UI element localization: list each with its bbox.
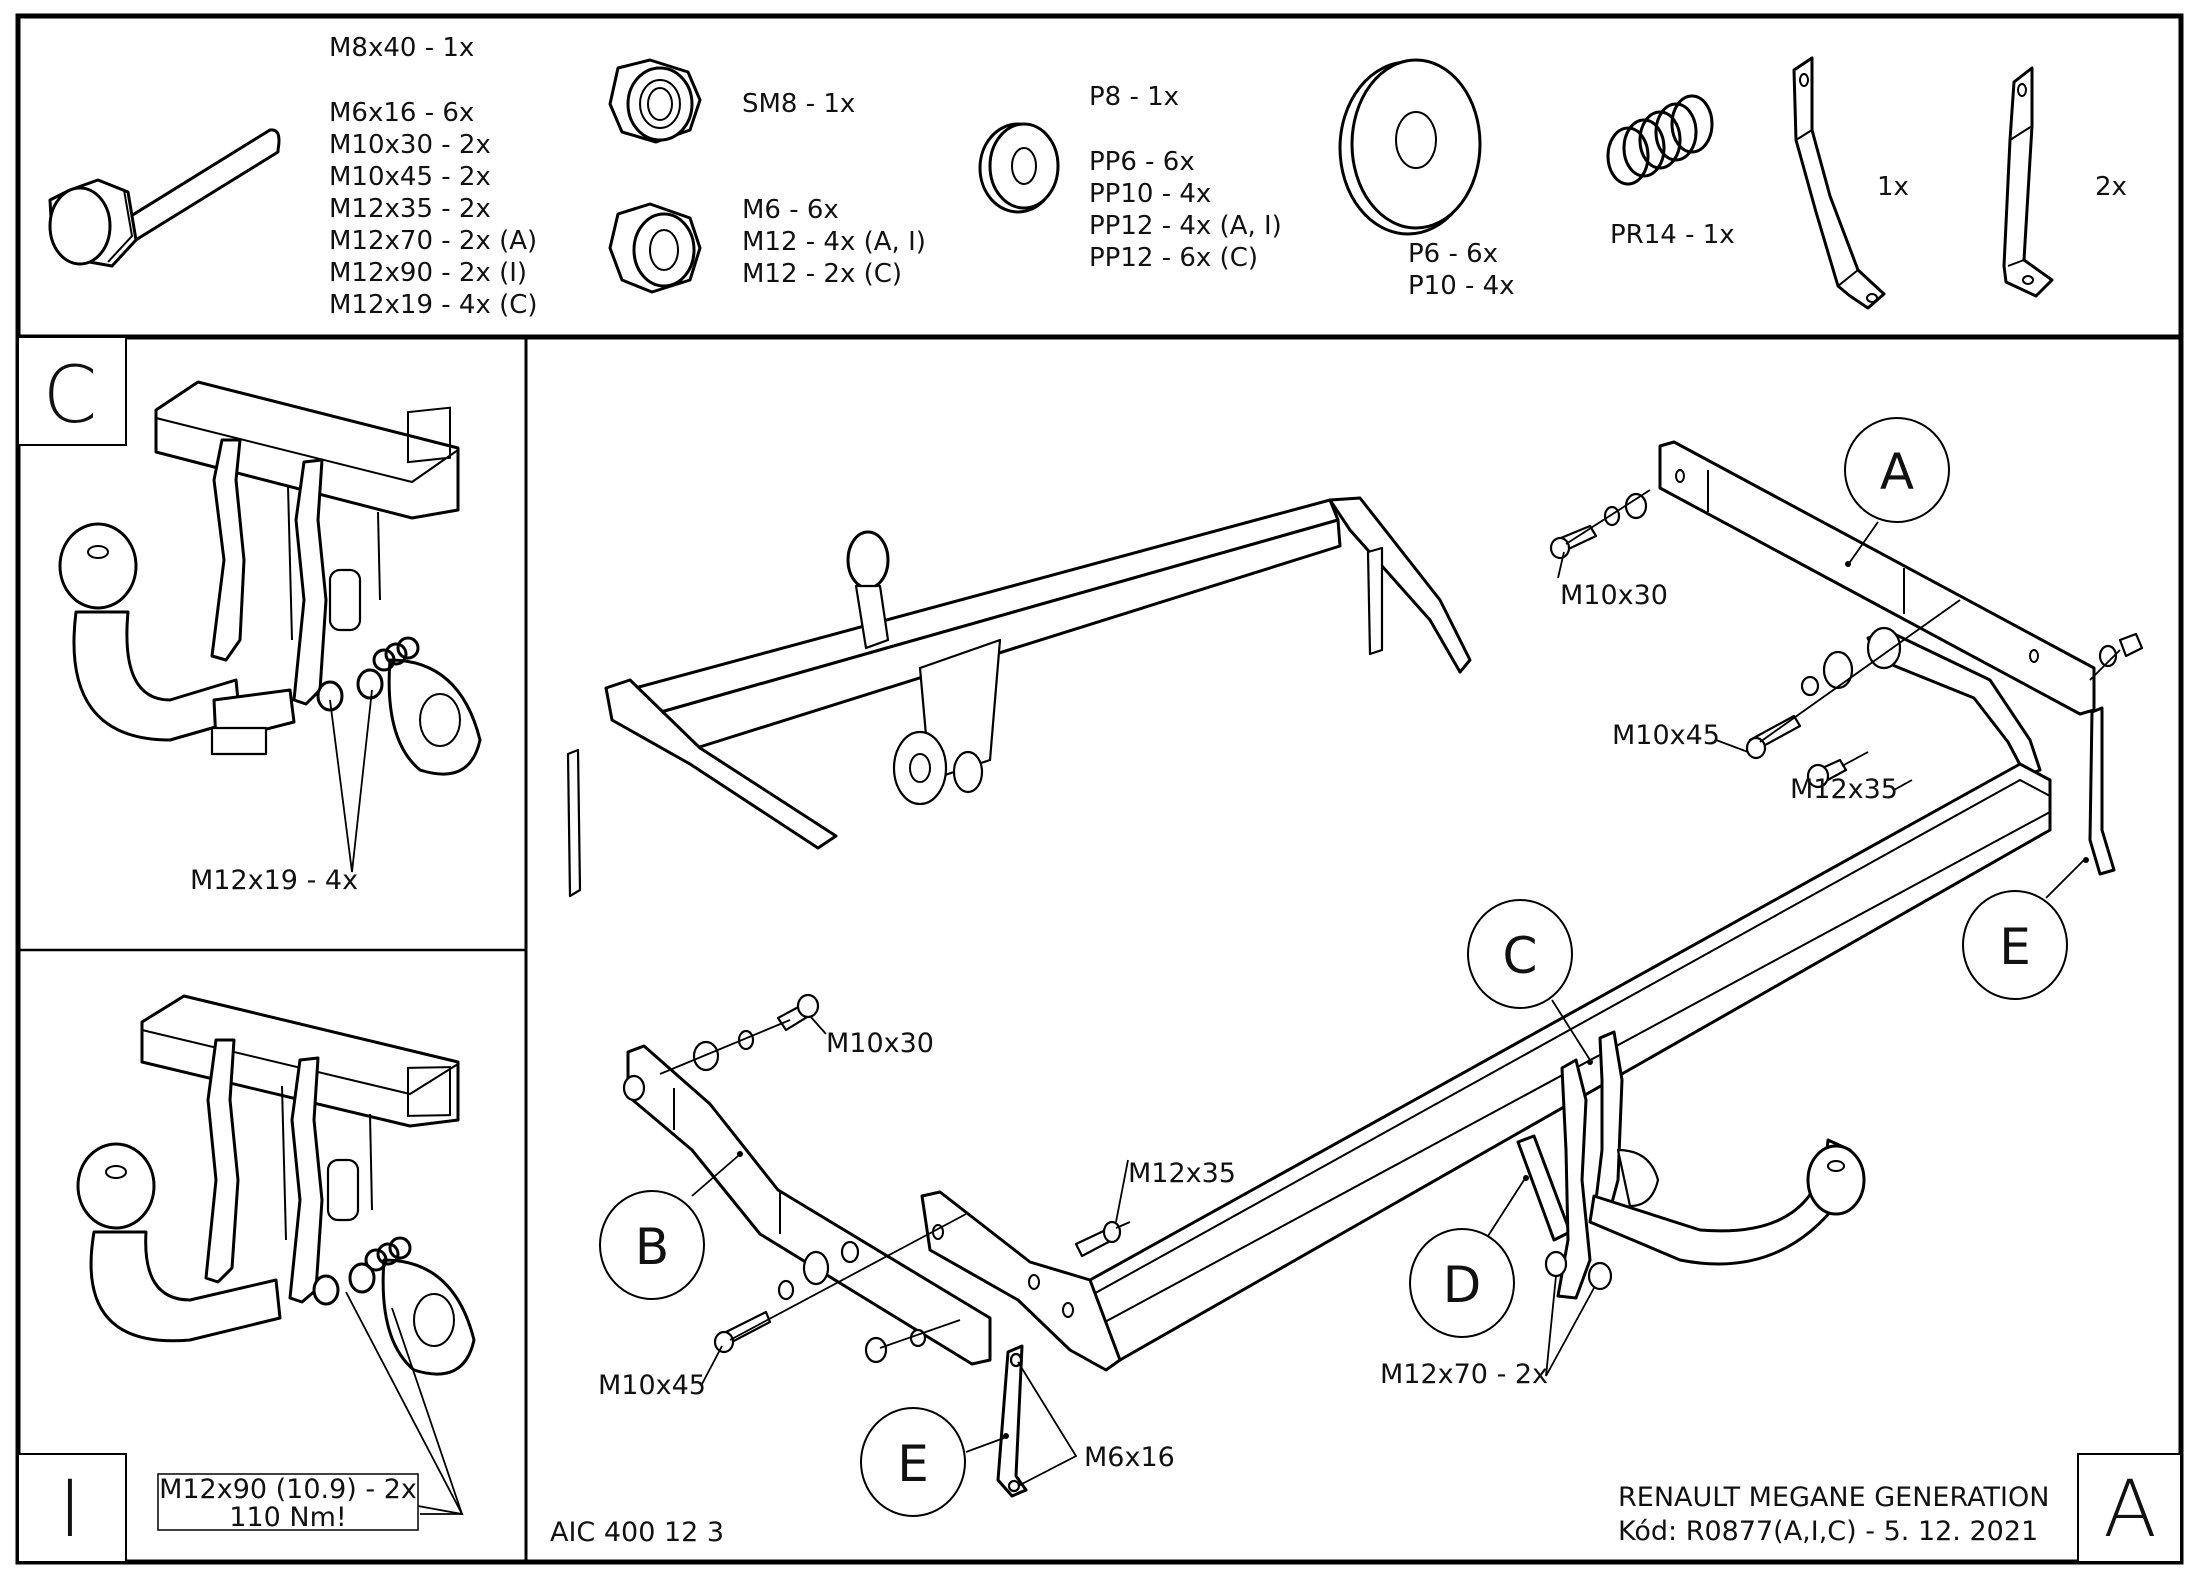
label-m12x35-left: M12x35 [1128, 1158, 1236, 1189]
callout-e-right [1962, 890, 2068, 1000]
hex-nut-icon [608, 202, 702, 294]
spring-icon [1606, 94, 1714, 186]
callout-c-label: C [1503, 927, 1538, 985]
callout-c [1467, 899, 1573, 1009]
bracket-long-qty: 1x [1877, 172, 1909, 202]
socket-plate [1616, 1148, 1660, 1208]
fastener-labels: M10x30 M10x45 M12x35 M10x30 M12x35 M10x4… [598, 551, 1913, 1487]
callouts: A C E B D E [599, 417, 2089, 1517]
panel-letter-box [2077, 1453, 2182, 1563]
assembled-towbar-preview [566, 496, 1472, 898]
large-washer-item-label: P6 - 6x [1408, 239, 1498, 269]
bolt-item-label: M10x45 - 2x [329, 162, 491, 192]
towbar-hook-illustration-c [58, 380, 482, 776]
variant-panel-c: C [17, 336, 482, 896]
bolt-header-label: M8x40 - 1x [329, 33, 474, 63]
callout-e-right-label: E [1999, 918, 2031, 976]
bolt-item-label: M12x70 - 2x (A) [329, 226, 537, 256]
torque-note-value: 110 Nm! [229, 1502, 346, 1533]
title-block: AIC 400 12 3 RENAULT MEGANE GENERATION K… [550, 1453, 2182, 1563]
callout-a-label: A [1880, 443, 1914, 501]
label-m10x45-left: M10x45 [598, 1370, 706, 1401]
hex-bolt-icon [48, 128, 281, 268]
main-panel-letter: A [2103, 1465, 2156, 1555]
bracket-short-qty: 2x [2095, 172, 2127, 202]
bolt-item-label: M10x30 - 2x [329, 130, 491, 160]
panel-letter: I [58, 1465, 81, 1555]
washer-item-label: PP6 - 6x [1089, 147, 1195, 177]
washer-item-label: PP12 - 4x (A, I) [1089, 211, 1282, 241]
leader-line [329, 689, 373, 873]
c-bolt-label: M12x19 - 4x [190, 865, 358, 896]
towbar-hook-illustration-i [76, 994, 476, 1376]
panel-letter-box [17, 336, 127, 446]
callout-d-label: D [1443, 1256, 1482, 1314]
lock-nut-label: SM8 - 1x [742, 89, 855, 119]
callout-a [1844, 417, 1950, 523]
tow-hook-neck [1588, 1138, 1852, 1266]
hook-side-plate [1556, 1058, 1592, 1300]
bolt-hole [2029, 649, 2039, 663]
nut-item-label: M12 - 4x (A, I) [742, 227, 926, 257]
product-code: Kód: R0877(A,I,C) - 5. 12. 2021 [1618, 1516, 2038, 1547]
label-m12x35-right: M12x35 [1790, 774, 1898, 805]
spring-label: PR14 - 1x [1610, 220, 1735, 250]
washer-header-label: P8 - 1x [1089, 82, 1179, 112]
drawing-number: AIC 400 12 3 [550, 1517, 724, 1548]
label-m10x30-right: M10x30 [1560, 580, 1668, 611]
hook-side-plate [1594, 1030, 1624, 1212]
label-m12x70: M12x70 - 2x [1380, 1359, 1548, 1390]
bolt-item-label: M6x16 - 6x [329, 98, 474, 128]
left-mount-plate [920, 1190, 1122, 1372]
label-m10x45-right: M10x45 [1612, 720, 1720, 751]
lock-nut-icon [608, 58, 702, 144]
bolt-item-label: M12x35 - 2x [329, 194, 491, 224]
tow-ball [1806, 1144, 1866, 1216]
callout-e-left-label: E [897, 1435, 929, 1493]
large-washer-icon [1338, 58, 1482, 236]
part-d-strut [1516, 1134, 1572, 1242]
bracket-icon [1792, 56, 1886, 310]
drawing-frame [15, 13, 2184, 1565]
panel-letter-box [17, 1453, 127, 1563]
callout-b-label: B [635, 1218, 669, 1276]
outer-border [15, 13, 2184, 1565]
torque-note-box [157, 1473, 419, 1531]
bracket-icon [2002, 66, 2054, 298]
variant-panel-i: M12x90 (10.9) - 2x 110 Nm! I [17, 994, 476, 1563]
bolt-item-label: M12x19 - 4x (C) [329, 290, 538, 320]
washer-icon [978, 122, 1060, 214]
nut-item-label: M12 - 2x (C) [742, 259, 902, 289]
bolt-hole [1675, 469, 1685, 483]
washer-item-label: PP10 - 4x [1089, 179, 1211, 209]
part-e-right [2088, 706, 2116, 876]
part-e-left [996, 1344, 1028, 1498]
nut-item-label: M6 - 6x [742, 195, 839, 225]
callout-e-left [860, 1407, 966, 1517]
callout-d [1409, 1228, 1515, 1338]
part-b-bar [626, 1044, 992, 1366]
parts-list: M8x40 - 1x M6x16 - 6x M10x30 - 2x M10x45… [48, 33, 2127, 320]
label-m6x16: M6x16 [1084, 1442, 1175, 1473]
bolt-item-label: M12x90 - 2x (I) [329, 258, 527, 288]
vehicle-title: RENAULT MEGANE GENERATION [1618, 1482, 2049, 1513]
panel-letter: C [43, 351, 97, 441]
main-exploded-view [566, 440, 2144, 1498]
torque-note-bolt: M12x90 (10.9) - 2x [159, 1474, 417, 1505]
leader-line [391, 1307, 463, 1515]
washer-item-label: PP12 - 6x (C) [1089, 243, 1258, 273]
label-m10x30-left: M10x30 [826, 1028, 934, 1059]
large-washer-item-label: P10 - 4x [1408, 271, 1515, 301]
callout-b [599, 1190, 705, 1300]
